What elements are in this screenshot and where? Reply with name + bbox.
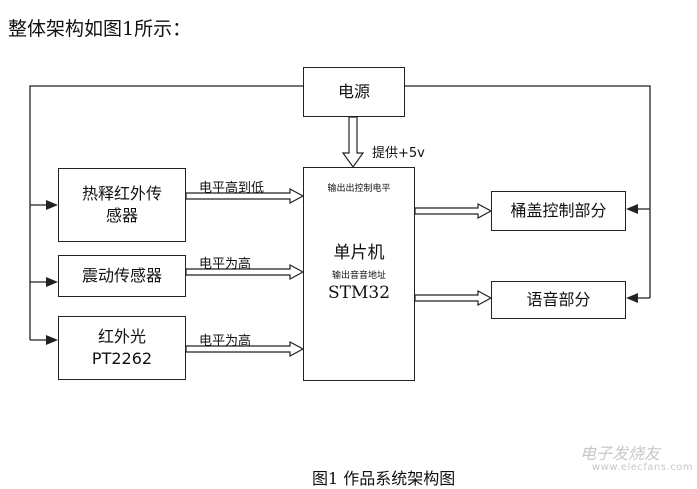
vibration-sensor-box: 震动传感器 <box>58 255 186 297</box>
pir-sensor-box: 热释红外传 感器 <box>58 168 186 242</box>
mcu-name: 单片机 <box>333 243 385 263</box>
infrared-signal-label: 电平为高 <box>199 334 252 349</box>
infrared-box: 红外光 PT2262 <box>58 316 186 380</box>
infrared-to-mcu-arrow <box>185 340 305 358</box>
power-line-right <box>405 85 651 298</box>
watermark-url: www.elecfans.com <box>592 462 694 473</box>
arrowhead-infrared <box>46 335 58 345</box>
mcu-box <box>303 167 415 381</box>
vibration-sensor-label: 震动传感器 <box>81 266 162 285</box>
pir-sensor-label-line1: 热释红外传 <box>81 184 162 203</box>
pir-sensor-label: 热释红外传 感器 <box>82 183 162 227</box>
mcu-note-control: 输出出控制电平 <box>327 184 391 194</box>
pir-sensor-label-line2: 感器 <box>105 206 138 225</box>
figure-caption: 图1 作品系统架构图 <box>312 469 456 488</box>
power-box: 电源 <box>303 67 405 117</box>
mcu-model: STM32 <box>327 283 391 303</box>
voice-label: 语音部分 <box>526 290 591 309</box>
arrowhead-lid <box>626 204 638 214</box>
infrared-label-line2: PT2262 <box>91 349 153 368</box>
infrared-label: 红外光 PT2262 <box>92 326 152 370</box>
power-supply-arrow <box>341 116 365 169</box>
mcu-to-lid-arrow <box>414 202 493 220</box>
power-supply-label: 提供+5v <box>372 146 425 161</box>
voice-box: 语音部分 <box>491 281 626 319</box>
arrowhead-voice <box>626 293 638 303</box>
pir-to-mcu-arrow <box>185 187 305 205</box>
watermark-text: 电子发烧友 <box>580 444 661 463</box>
mcu-note-address: 输出音音地址 <box>331 271 386 281</box>
power-line-left <box>29 85 303 340</box>
vibration-signal-label: 电平为高 <box>199 257 252 272</box>
page-heading: 整体架构如图1所示： <box>8 18 192 40</box>
arrowhead-pir <box>46 200 58 210</box>
arrowhead-vibration <box>46 277 58 287</box>
power-label: 电源 <box>337 82 370 101</box>
lid-control-box: 桶盖控制部分 <box>491 191 626 231</box>
infrared-label-line1: 红外光 <box>97 327 146 346</box>
pir-signal-label: 电平高到低 <box>199 181 265 196</box>
watermark-logo: 电子发烧友 www.elecfans.com <box>550 440 694 480</box>
mcu-to-voice-arrow <box>414 289 493 307</box>
lid-control-label: 桶盖控制部分 <box>510 201 607 220</box>
vibration-to-mcu-arrow <box>185 263 305 281</box>
